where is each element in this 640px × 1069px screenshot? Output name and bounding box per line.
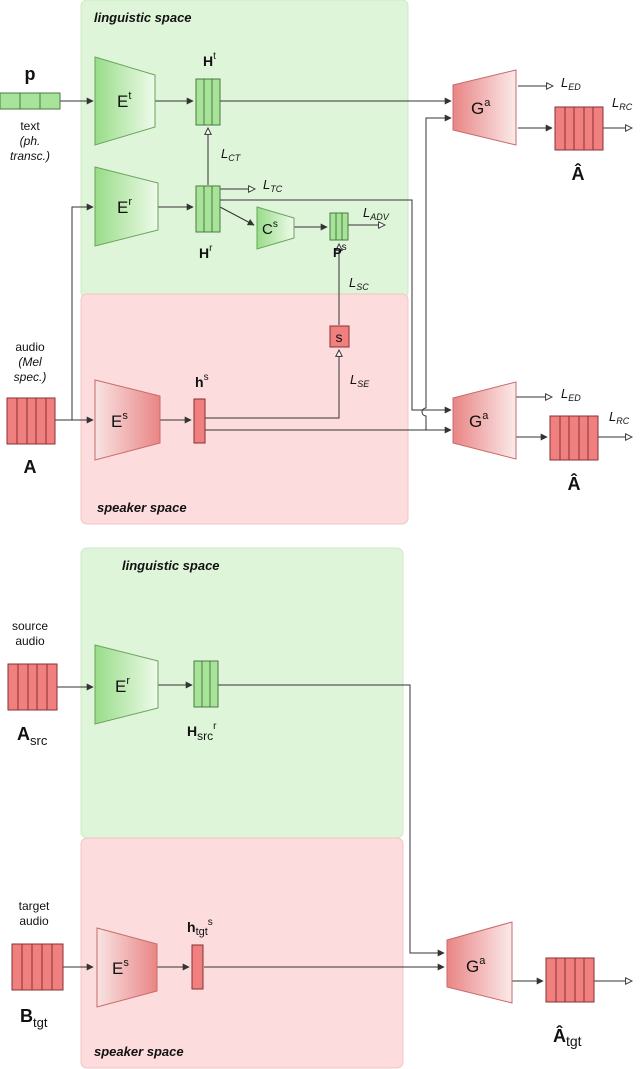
bottom-encoder-residual-label: Er	[115, 675, 130, 696]
encoder-speaker	[94, 379, 161, 461]
encoder-text-label: Et	[117, 90, 131, 111]
embedding-ht	[195, 78, 221, 126]
source-audio-label-2: audio	[15, 634, 45, 648]
decoder-ga-2	[452, 381, 517, 460]
decoder-ga-1	[452, 69, 517, 146]
bottom-linguistic-space-label: linguistic space	[122, 558, 220, 573]
bottom-decoder-ga-label: Ga	[466, 955, 486, 976]
embedding-hs-label: hs	[195, 372, 209, 390]
embedding-ps	[329, 212, 349, 241]
source-audio	[7, 663, 58, 711]
loss-se: LSE	[350, 372, 370, 389]
bottom-connections	[57, 681, 632, 981]
target-audio-label-2: audio	[19, 914, 49, 928]
bottom-decoder-ga	[446, 921, 513, 1004]
top-speaker-region	[80, 293, 409, 525]
top-linguistic-region	[80, 0, 409, 299]
text-input	[0, 92, 61, 110]
bottom-encoder-speaker	[96, 927, 158, 1008]
bottom-output	[545, 957, 595, 1003]
encoder-text	[94, 56, 156, 146]
decoder-ga-1-label: Ga	[471, 97, 491, 118]
top-connections	[55, 86, 632, 437]
top-speaker-space-label: speaker space	[97, 500, 187, 515]
text-input-label-2: (ph.	[20, 134, 41, 148]
regions	[80, 0, 409, 1069]
decoder-ga-2-label: Ga	[469, 410, 489, 431]
bottom-embedding-hsrc	[193, 660, 219, 708]
output-2	[549, 415, 599, 461]
loss-ed-1: LED	[561, 75, 581, 92]
encoder-residual-label: Er	[117, 196, 132, 217]
output-2-symbol: Â	[568, 473, 581, 494]
bottom-speaker-region	[80, 837, 404, 1069]
bottom-embedding-hsrc-label: Hsrcr	[187, 721, 217, 743]
top-linguistic-space-label: linguistic space	[94, 10, 192, 25]
loss-ct: LCT	[221, 146, 242, 163]
text-input-label-1: text	[20, 119, 40, 133]
output-1	[554, 106, 604, 151]
audio-input-label-2: (Mel	[18, 355, 42, 369]
embedding-hr-label: Hr	[199, 243, 213, 261]
output-1-symbol: Â	[572, 163, 585, 184]
speaker-id-box	[329, 325, 350, 348]
classifier-cs-label: Cs	[262, 219, 278, 238]
audio-input	[6, 397, 56, 445]
text-input-symbol: p	[25, 64, 36, 84]
speaker-id-label: s	[336, 329, 343, 345]
classifier-cs	[256, 206, 295, 250]
loss-sc: LSC	[349, 275, 369, 292]
bottom-embedding-htgt-label: htgts	[187, 917, 213, 938]
target-audio-label-1: target	[19, 899, 50, 913]
bottom-output-symbol: Âtgt	[553, 1025, 582, 1049]
bottom-encoder-speaker-label: Es	[112, 957, 129, 978]
bottom-speaker-space-label: speaker space	[94, 1044, 184, 1059]
target-audio-symbol: Btgt	[20, 1006, 48, 1030]
embedding-ht-label: Ht	[203, 51, 216, 69]
audio-input-symbol: A	[24, 457, 37, 477]
target-audio	[11, 943, 64, 991]
embedding-hr	[195, 185, 221, 233]
audio-input-label-1: audio	[15, 340, 45, 354]
loss-rc-2: LRC	[609, 409, 630, 426]
loss-tc: LTC	[263, 177, 283, 194]
encoder-residual	[94, 166, 159, 247]
embedding-ps-label: Ps	[333, 242, 347, 260]
encoder-speaker-label: Es	[111, 410, 128, 431]
loss-ed-2: LED	[561, 386, 581, 403]
loss-adv: LADV	[363, 205, 390, 222]
bottom-encoder-residual	[94, 644, 159, 725]
source-audio-symbol: Asrc	[17, 724, 48, 748]
audio-input-label-3: spec.)	[14, 370, 47, 384]
bottom-embedding-htgt	[191, 944, 204, 990]
source-audio-label-1: source	[12, 619, 48, 633]
embedding-hs	[193, 398, 206, 444]
text-input-label-3: transc.)	[10, 149, 50, 163]
loss-rc-1: LRC	[612, 95, 633, 112]
